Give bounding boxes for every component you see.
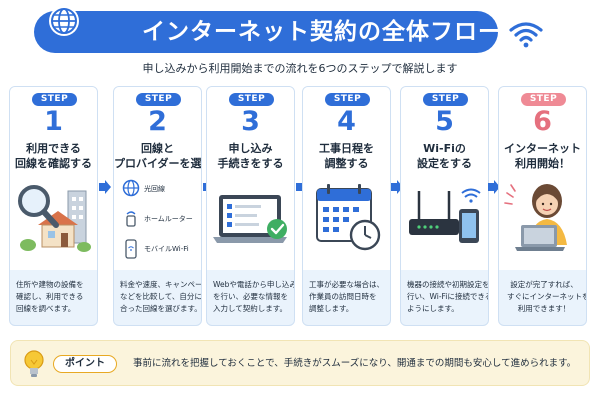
step-title: 工事日程を調整する	[319, 142, 374, 170]
lightbulb-icon	[24, 350, 44, 377]
router-icon	[409, 191, 459, 235]
arrow-right-icon	[488, 180, 500, 194]
header-banner: インターネット契約の全体フロー	[34, 11, 501, 53]
step-card-4: STEP 4 工事日程を調整する 工事が必要な場合は、作業員の訪問日時を調整しま…	[302, 86, 391, 326]
option-mobile-wifi: モバイルWi-Fi	[144, 245, 189, 253]
step-number: 5	[435, 106, 454, 137]
step-1-illustration	[18, 185, 91, 252]
laptop-icon	[213, 195, 287, 243]
router-icon	[126, 211, 136, 227]
step-number: 4	[337, 106, 356, 137]
smartphone-icon	[125, 239, 137, 259]
clock-icon	[349, 219, 381, 251]
step-label: STEP	[521, 93, 566, 106]
step-title: 回線とプロバイダーを選ぶ	[114, 142, 202, 170]
arrow-right-icon	[99, 180, 111, 194]
step-number: 1	[44, 106, 63, 137]
step-description: 機器の接続や初期設定を行い、Wi-Fiに接続できるようにします。	[407, 280, 489, 313]
calendar-icon	[316, 184, 381, 251]
option-fiber: 光回線	[144, 185, 165, 193]
wifi-icon	[509, 22, 543, 48]
step-description: 設定が完了すれば、すぐにインターネットを利用できます！	[507, 280, 587, 313]
step-5-illustration	[409, 188, 481, 243]
smartphone-icon	[459, 209, 479, 243]
step-label: STEP	[423, 93, 468, 106]
step-label: STEP	[325, 93, 370, 106]
step-card-2: STEP 2 回線とプロバイダーを選ぶ 光回線 ホームルーター モバイルWi-F…	[113, 86, 202, 326]
step-title: インターネット利用開始！	[504, 142, 581, 170]
step-card-6: STEP 6 インターネット利用開始！ 設定が完了すれば、すぐにインターネットを…	[498, 86, 587, 326]
magnifier-icon	[18, 185, 59, 228]
step-title: 利用できる回線を確認する	[15, 142, 92, 170]
globe-icon	[49, 6, 79, 36]
point-label: ポイント	[53, 355, 117, 373]
step-label: STEP	[32, 93, 77, 106]
step-description: 住所や建物の設備を確認し、利用できる回線を調べます。	[16, 280, 84, 313]
step-description: Webや電話から申し込みを行い、必要な情報を入力して契約します。	[213, 280, 295, 313]
person-icon	[504, 184, 567, 251]
step-description: 料金や速度、キャンペーンなどを比較して、自分に合った回線を選びます。	[120, 280, 202, 313]
page-title: インターネット契約の全体フロー	[142, 19, 502, 45]
page-subtitle: 申し込みから利用開始までの流れを6つのステップで解説します	[142, 62, 458, 75]
step-title: Wi-Fiの設定をする	[417, 142, 472, 170]
globe-icon	[122, 179, 140, 197]
option-home-router: ホームルーター	[144, 215, 193, 223]
step-number: 6	[533, 106, 552, 137]
point-text: 事前に流れを把握しておくことで、手続きがスムーズになり、開通までの期間も安心して…	[133, 358, 577, 369]
step-number: 2	[148, 106, 167, 137]
step-card-5: STEP 5 Wi-Fiの設定をする 機器の接続や初期設定を行い、Wi-Fiに接…	[400, 86, 489, 326]
step-label: STEP	[136, 93, 181, 106]
step-description: 工事が必要な場合は、作業員の訪問日時を調整します。	[309, 280, 384, 313]
step-card-1: STEP 1 利用できる回線を確認する 住所や建物の設備を確認し、利用できる回線…	[9, 86, 98, 326]
step-title: 申し込み手続きをする	[217, 142, 284, 170]
step-label: STEP	[229, 93, 274, 106]
point-bar: ポイント 事前に流れを把握しておくことで、手続きがスムーズになり、開通までの期間…	[10, 340, 590, 386]
step-card-3: STEP 3 申し込み手続きをする Webや電話から申し込みを行い、必要な情報を…	[206, 86, 295, 326]
step-number: 3	[241, 106, 260, 137]
